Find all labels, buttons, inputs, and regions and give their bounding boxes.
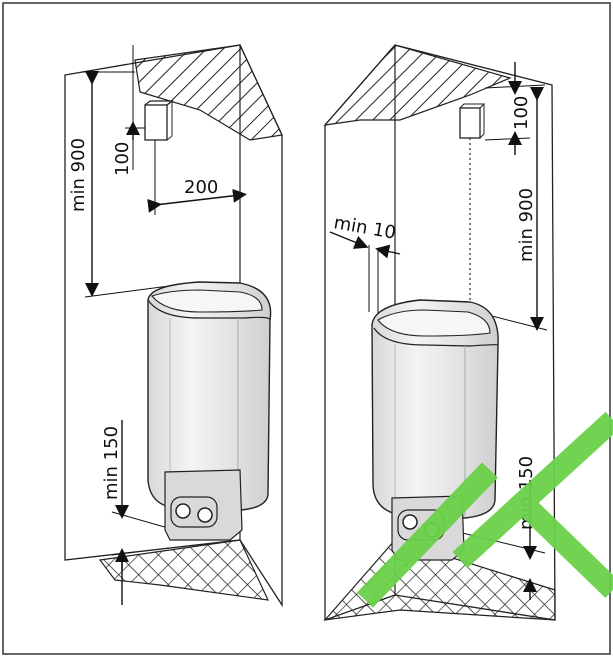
left-dim-height: min 900 [68, 138, 89, 212]
left-figure: min 900 100 200 min 150 [64, 44, 283, 608]
right-dim-thermostat: 100 [511, 96, 532, 130]
right-ceiling-hatch [323, 44, 512, 126]
left-ceiling-hatch [134, 44, 283, 141]
right-dim-height: min 900 [516, 188, 537, 262]
right-thermostat [394, 80, 486, 310]
left-dim-floor: min 150 [101, 426, 122, 500]
left-thermostat [144, 100, 174, 141]
right-dim-wall: min 10 [332, 212, 397, 244]
left-dim-thermostat: 100 [112, 142, 133, 176]
right-figure: 100 min 900 min 10 min 150 [323, 44, 556, 621]
left-heater [147, 281, 272, 541]
left-dim-side: 200 [184, 177, 218, 198]
left-floor-crosshatch [98, 539, 270, 601]
right-dim-floor: min 150 [516, 456, 537, 530]
right-heater [371, 299, 499, 561]
